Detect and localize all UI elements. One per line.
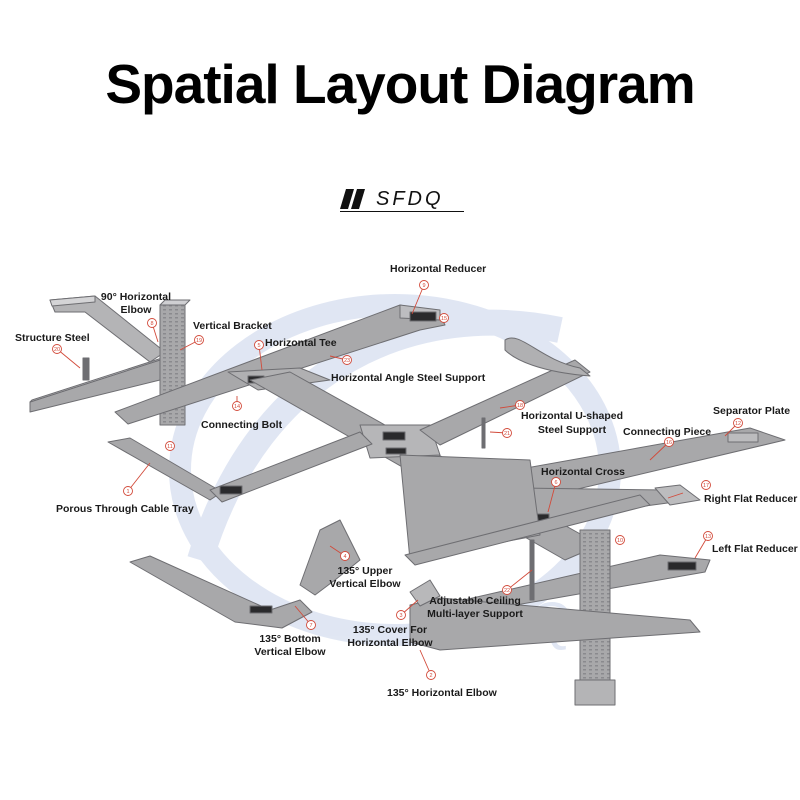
callout-1: 1 (123, 486, 133, 496)
callout-2: 2 (426, 670, 436, 680)
svg-text:5: 5 (257, 343, 260, 349)
label-left-flat-reducer: Left Flat Reducer (712, 543, 798, 555)
svg-text:22: 22 (504, 588, 510, 594)
callout-16: 16 (664, 437, 674, 447)
svg-text:15: 15 (441, 316, 447, 322)
label-horizontal-cross: Horizontal Cross (541, 466, 626, 478)
svg-text:18: 18 (517, 403, 523, 409)
callout-markers: 9 8 19 20 5 23 14 21 12 16 6 17 1 13 4 2… (52, 280, 743, 680)
callout-22: 22 (502, 585, 512, 595)
label-bottom-vertical-elbow-line1: 135° Bottom (259, 633, 321, 645)
svg-text:3: 3 (399, 613, 402, 619)
label-upper-vertical-elbow-line2: Vertical Elbow (329, 578, 401, 590)
tray-upper-curve (504, 337, 591, 377)
label-upper-vertical-elbow-line1: 135° Upper (337, 565, 393, 577)
label-connecting-piece: Connecting Piece (623, 426, 712, 438)
svg-text:19: 19 (196, 338, 202, 344)
callout-10: 10 (615, 535, 625, 545)
label-connecting-bolt: Connecting Bolt (201, 419, 283, 431)
label-bottom-vertical-elbow-line2: Vertical Elbow (254, 646, 326, 658)
brand-slash-icon (340, 189, 365, 209)
label-horizontal-elbow-135: 135° Horizontal Elbow (387, 687, 497, 699)
svg-text:11: 11 (167, 444, 173, 450)
svg-text:7: 7 (309, 623, 312, 629)
svg-text:10: 10 (617, 538, 623, 544)
label-90-horizontal-elbow-line2: Elbow (120, 304, 152, 316)
svg-text:16: 16 (666, 440, 672, 446)
horizontal-cross (359, 424, 441, 459)
label-cover-horizontal-elbow-line1: 135° Cover For (352, 624, 428, 636)
svg-text:6: 6 (554, 480, 557, 486)
label-vertical-bracket: Vertical Bracket (193, 320, 272, 332)
label-porous-through-cable-tray: Porous Through Cable Tray (56, 503, 194, 515)
svg-text:20: 20 (54, 347, 60, 353)
svg-text:23: 23 (344, 358, 350, 364)
svg-text:21: 21 (504, 431, 510, 437)
label-horizontal-u-support-line2: Steel Support (537, 424, 607, 436)
callout-7: 7 (306, 620, 316, 630)
callout-9: 9 (419, 280, 429, 290)
tray-right-upper (419, 359, 591, 446)
callout-19: 19 (194, 335, 204, 345)
svg-text:2: 2 (429, 673, 432, 679)
callout-13: 13 (703, 531, 713, 541)
tray-network (29, 295, 786, 706)
label-right-flat-reducer: Right Flat Reducer (704, 493, 798, 505)
callout-17: 17 (701, 480, 711, 490)
svg-text:4: 4 (343, 554, 346, 560)
svg-text:9: 9 (422, 283, 425, 289)
callout-20: 20 (52, 344, 62, 354)
callout-8: 8 (147, 318, 157, 328)
upper-vertical-elbow (299, 519, 361, 596)
label-horizontal-reducer: Horizontal Reducer (390, 263, 487, 275)
svg-text:14: 14 (234, 404, 240, 410)
callout-21: 21 (502, 428, 512, 438)
brand-underline (340, 211, 464, 212)
svg-text:13: 13 (705, 534, 711, 540)
label-separator-plate: Separator Plate (713, 405, 791, 417)
u-shaped-support (481, 417, 486, 449)
callout-12: 12 (733, 418, 743, 428)
callout-23: 23 (342, 355, 352, 365)
brand-text: SFDQ (376, 188, 444, 210)
label-horizontal-u-support-line1: Horizontal U-shaped (520, 410, 624, 422)
callout-3: 3 (396, 610, 406, 620)
label-structure-steel: Structure Steel (15, 332, 90, 344)
structure-steel-post (82, 357, 90, 381)
page-title: Spatial Layout Diagram (105, 53, 695, 115)
callout-11: 11 (165, 441, 175, 451)
label-horizontal-tee: Horizontal Tee (265, 337, 337, 349)
tray-lower-run (404, 494, 651, 566)
svg-text:1: 1 (126, 489, 129, 495)
label-adjustable-ceiling-line2: Multi-layer Support (427, 608, 523, 620)
label-90-horizontal-elbow-line1: 90° Horizontal (100, 291, 172, 303)
horizontal-elbow-135 (409, 597, 701, 651)
label-adjustable-ceiling-line1: Adjustable Ceiling (429, 595, 521, 607)
callout-4: 4 (340, 551, 350, 561)
svg-text:17: 17 (703, 483, 709, 489)
label-horizontal-angle-steel-support: Horizontal Angle Steel Support (331, 372, 486, 384)
svg-text:8: 8 (150, 321, 153, 327)
callout-18: 18 (515, 400, 525, 410)
callout-5: 5 (254, 340, 264, 350)
svg-text:12: 12 (735, 421, 741, 427)
callout-6: 6 (551, 477, 561, 487)
column-base (574, 679, 616, 706)
label-cover-horizontal-elbow-line2: Horizontal Elbow (347, 637, 433, 649)
brand-mark: SFDQ (340, 186, 464, 214)
callout-14: 14 (232, 401, 242, 411)
callout-15: 15 (439, 313, 449, 323)
